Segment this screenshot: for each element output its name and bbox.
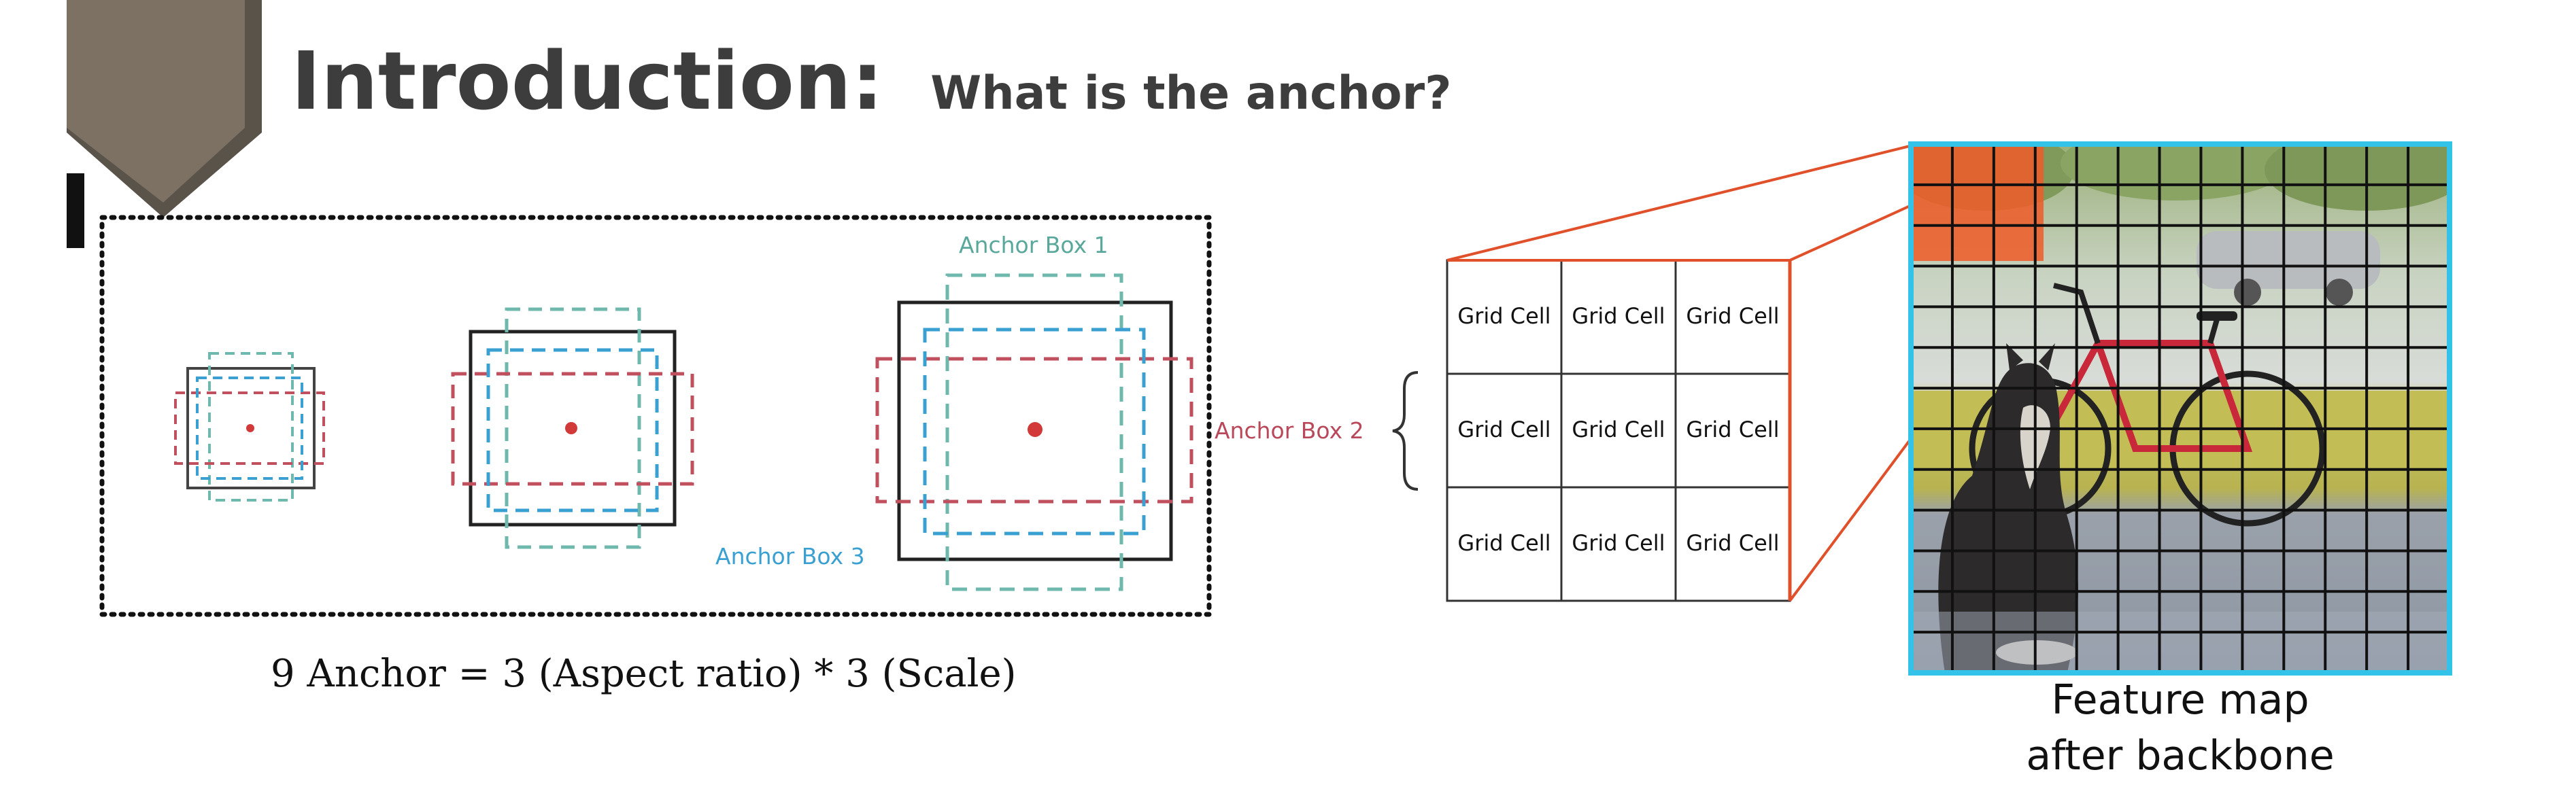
grid-cell-label: Grid Cell xyxy=(1686,303,1779,329)
svg-text:Introduction: What is the: Introduction: What is the anchor? xyxy=(291,34,1452,128)
anchor-group-large xyxy=(875,273,1193,591)
anchor-frame xyxy=(99,215,1212,617)
anchor-box-1-large xyxy=(945,273,1123,591)
grid-cell-label: Grid Cell xyxy=(1457,530,1550,556)
car-wheel xyxy=(2234,279,2261,306)
feature-map-frame xyxy=(1908,141,2452,676)
bicycle-seat xyxy=(2197,311,2237,321)
grid-cell-label: Grid Cell xyxy=(1572,530,1665,556)
slide-title: Introduction: xyxy=(291,34,883,128)
grid-cell-label: Grid Cell xyxy=(1457,303,1550,329)
left-accent-bar xyxy=(67,173,84,248)
porch-floor xyxy=(1911,612,2450,673)
anchor-formula: 9 Anchor = 3 (Aspect ratio) * 3 (Scale) xyxy=(271,652,1017,696)
anchor-box-3-medium xyxy=(486,348,659,512)
anchor-box-1-medium xyxy=(505,307,641,549)
anchor-center-small xyxy=(246,424,254,432)
anchor-box-3-label: Anchor Box 3 xyxy=(715,543,865,570)
feature-map-grid xyxy=(1911,144,2450,673)
bicycle-handlebar xyxy=(2053,283,2101,345)
dog-ear xyxy=(2039,343,2055,370)
grid-cell-label: Grid Cell xyxy=(1572,303,1665,329)
parked-car xyxy=(2197,231,2380,289)
connector-top-left xyxy=(1446,144,1913,262)
ground-box-medium xyxy=(469,330,677,527)
grid-brace xyxy=(1392,371,1419,491)
header-ribbon xyxy=(67,0,262,217)
bicycle-seat-post xyxy=(2207,318,2220,345)
slide-subtitle: What is the anchor? xyxy=(930,67,1451,120)
ground-box-large xyxy=(897,300,1173,561)
anchor-box-1-label: Anchor Box 1 xyxy=(959,232,1108,258)
anchor-group-small xyxy=(174,352,325,502)
feature-map-caption-line2: after backbone xyxy=(2026,732,2334,780)
grid-cell-label: Grid Cell xyxy=(1457,417,1550,442)
grid-cell-label: Grid Cell xyxy=(1572,417,1665,442)
anchor-box-2-medium xyxy=(451,372,694,486)
car-wheel xyxy=(2326,279,2353,306)
dog-ear xyxy=(2006,343,2023,370)
anchor-box-2-large xyxy=(875,357,1193,504)
anchor-box-3-small xyxy=(196,377,303,480)
grid-cells: Grid Cell Grid Cell Grid Cell Grid Cell … xyxy=(1446,259,1791,602)
grid-cell-label: Grid Cell xyxy=(1686,530,1779,556)
anchor-center-large xyxy=(1028,422,1043,437)
feature-map-caption-line1: Feature map xyxy=(2051,676,2309,724)
anchor-center-medium xyxy=(565,422,577,434)
anchor-group-medium xyxy=(451,307,694,549)
anchor-box-3-large xyxy=(923,328,1146,536)
anchor-box-2-label: Anchor Box 2 xyxy=(1215,417,1364,444)
highlighted-feature-cell xyxy=(1912,145,2044,261)
bicycle-frame xyxy=(2037,340,2253,452)
tree-foliage xyxy=(2061,144,2292,200)
anchor-box-1-small xyxy=(208,352,294,502)
ground-box-small xyxy=(186,367,316,489)
tree-foliage xyxy=(2265,144,2450,211)
grid-cell-label: Grid Cell xyxy=(1686,417,1779,442)
